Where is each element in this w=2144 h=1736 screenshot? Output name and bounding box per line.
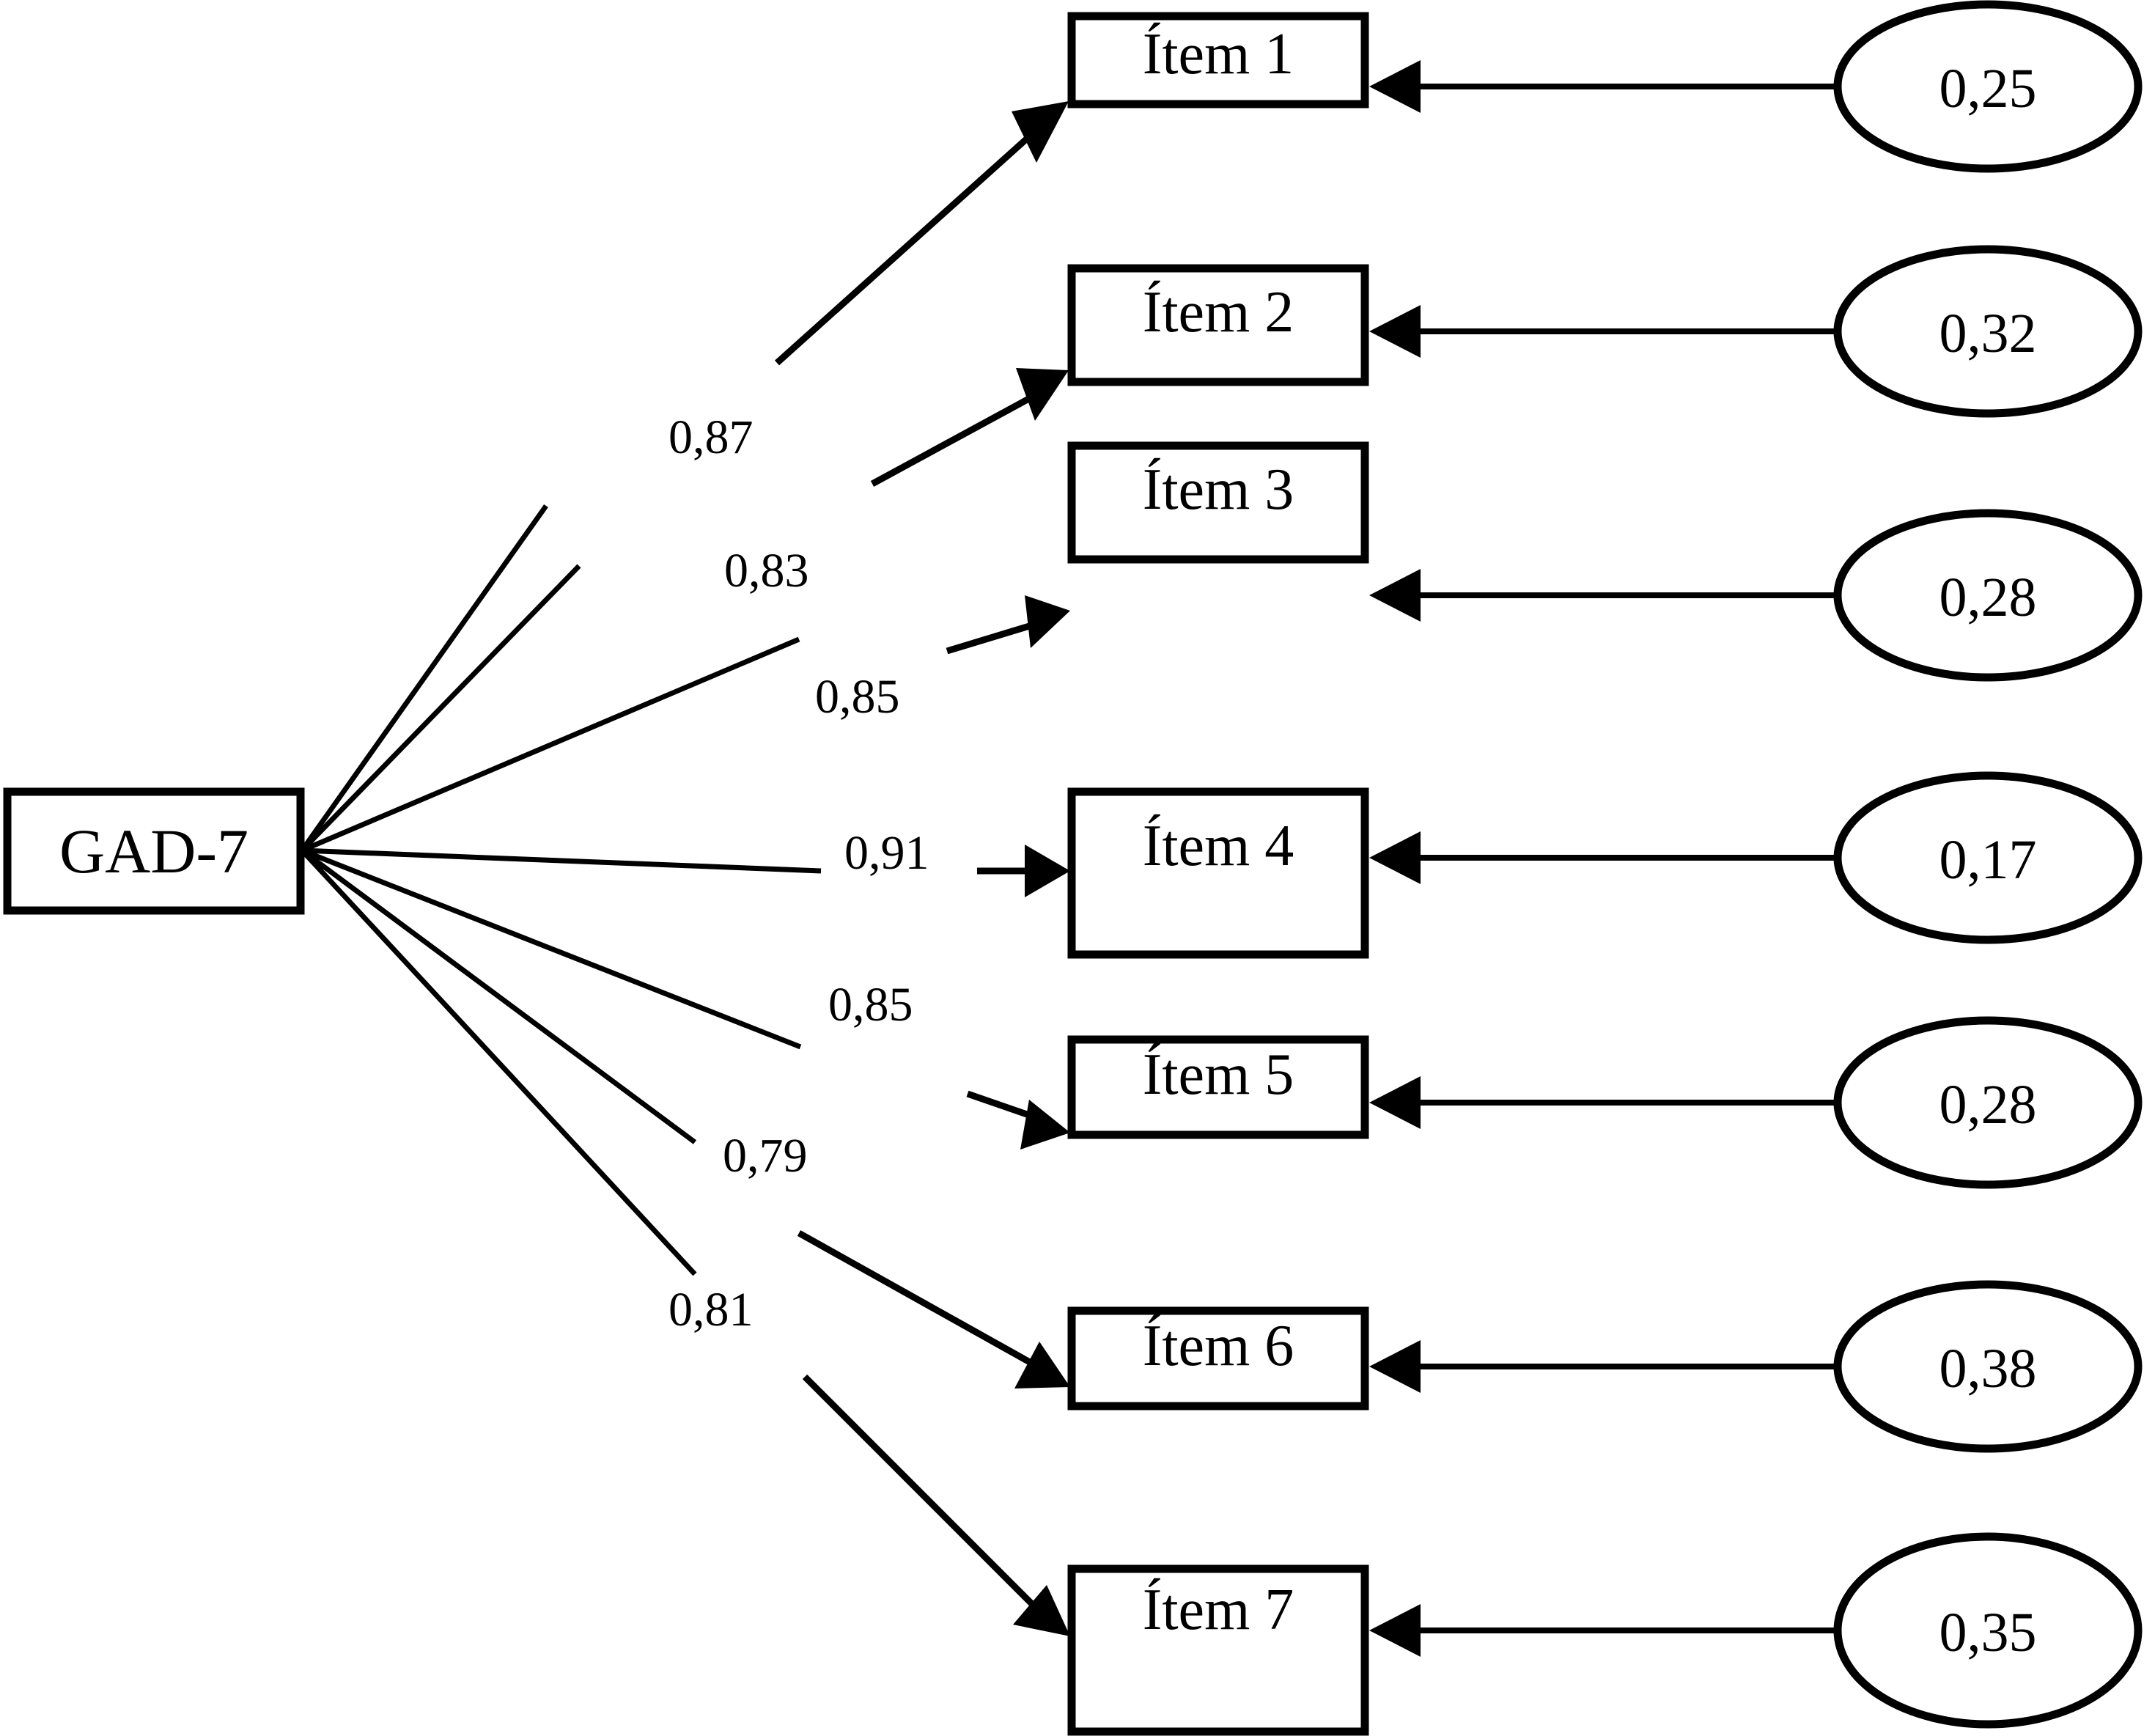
residual-arrows xyxy=(1369,60,1838,1657)
loading-label-item-6: 0,79 xyxy=(723,1129,808,1183)
item-box-3[interactable] xyxy=(1067,441,1369,564)
arrow-head-item-7 xyxy=(1013,1585,1070,1636)
residual-ellipse-5[interactable] xyxy=(1833,1016,2143,1189)
loading-labels: 0,87 0,83 0,85 0,91 0,85 0,79 0,81 xyxy=(668,411,929,1336)
residual-node-2[interactable]: 0,32 xyxy=(1833,245,2143,418)
residual-label-4: 0,17 xyxy=(1939,829,2037,891)
residual-node-4[interactable]: 0,17 xyxy=(1833,771,2143,944)
item-box-2[interactable] xyxy=(1067,264,1369,386)
fan-line-item-4 xyxy=(301,847,822,874)
indicator-node-7[interactable]: Ítem 7 xyxy=(1067,1564,1369,1736)
residual-label-5: 0,28 xyxy=(1939,1074,2037,1136)
item-label-4: Ítem 4 xyxy=(1143,814,1294,878)
loading-arrow-line-item-6 xyxy=(797,1230,1037,1368)
item-box-7[interactable] xyxy=(1067,1564,1369,1736)
residual-nodes: 0,25 0,32 0,28 0,17 0,28 0,38 xyxy=(1833,0,2143,1729)
indicator-node-2[interactable]: Ítem 2 xyxy=(1067,264,1369,386)
loading-label-item-2: 0,83 xyxy=(724,544,809,597)
fan-line-item-1 xyxy=(300,504,548,853)
residual-node-6[interactable]: 0,38 xyxy=(1833,1280,2143,1453)
latent-factor-box[interactable] xyxy=(3,787,305,915)
item-box-5[interactable] xyxy=(1067,1035,1369,1139)
fan-line-item-6 xyxy=(300,848,697,1144)
latent-factor-label: GAD-7 xyxy=(59,816,248,886)
residual-ellipse-2[interactable] xyxy=(1833,245,2143,418)
residual-label-2: 0,32 xyxy=(1939,303,2037,364)
item-label-7: Ítem 7 xyxy=(1143,1578,1294,1642)
loading-label-item-4: 0,91 xyxy=(844,826,929,880)
arrow-head-item-5 xyxy=(1020,1100,1070,1150)
arrow-head-item-6 xyxy=(1014,1342,1070,1389)
item-label-2: Ítem 2 xyxy=(1143,280,1294,345)
residual-ellipse-7[interactable] xyxy=(1833,1532,2143,1729)
residual-label-3: 0,28 xyxy=(1939,567,2037,628)
factor-loading-arrows xyxy=(774,101,1070,1636)
loading-arrow-line-item-3 xyxy=(946,618,1045,655)
residual-node-1[interactable]: 0,25 xyxy=(1833,0,2143,173)
loading-arrow-line-item-2 xyxy=(870,389,1043,487)
arrow-head-item-4 xyxy=(1025,845,1070,897)
fan-line-item-2 xyxy=(300,564,581,853)
indicator-node-3[interactable]: Ítem 3 xyxy=(1067,441,1369,564)
residual-label-1: 0,25 xyxy=(1939,58,2037,119)
item-box-1[interactable] xyxy=(1067,12,1369,108)
loading-label-item-5: 0,85 xyxy=(828,978,913,1031)
residual-node-5[interactable]: 0,28 xyxy=(1833,1016,2143,1189)
latent-factor-node[interactable]: GAD-7 xyxy=(3,787,305,915)
residual-arrow-head-item-4 xyxy=(1369,831,1421,884)
loading-arrow-line-item-7 xyxy=(802,1374,1038,1610)
residual-arrow-head-item-2 xyxy=(1369,305,1421,358)
residual-ellipse-6[interactable] xyxy=(1833,1280,2143,1453)
residual-ellipse-3[interactable] xyxy=(1833,509,2143,682)
item-label-3: Ítem 3 xyxy=(1143,457,1294,522)
residual-arrow-head-item-1 xyxy=(1369,60,1421,113)
loading-label-item-7: 0,81 xyxy=(668,1283,754,1336)
residual-arrow-head-item-5 xyxy=(1369,1076,1421,1129)
item-label-6: Ítem 6 xyxy=(1143,1314,1294,1378)
residual-label-7: 0,35 xyxy=(1939,1602,2037,1663)
loading-label-item-1: 0,87 xyxy=(668,411,754,464)
indicator-node-1[interactable]: Ítem 1 xyxy=(1067,12,1369,108)
loading-label-item-3: 0,85 xyxy=(815,670,900,724)
residual-arrow-head-item-6 xyxy=(1369,1340,1421,1393)
arrow-head-item-3 xyxy=(1025,595,1070,648)
arrow-head-item-1 xyxy=(1012,101,1069,163)
residual-arrow-head-item-7 xyxy=(1369,1604,1421,1657)
fan-line-item-3 xyxy=(301,636,800,853)
fan-line-item-7 xyxy=(300,848,697,1276)
residual-ellipse-4[interactable] xyxy=(1833,771,2143,944)
loading-arrow-line-item-1 xyxy=(774,123,1044,366)
residual-node-3[interactable]: 0,28 xyxy=(1833,509,2143,682)
residual-ellipse-1[interactable] xyxy=(1833,0,2143,173)
fan-line-item-5 xyxy=(301,847,802,1050)
item-box-6[interactable] xyxy=(1067,1306,1369,1410)
residual-node-7[interactable]: 0,35 xyxy=(1833,1532,2143,1729)
indicator-node-6[interactable]: Ítem 6 xyxy=(1067,1306,1369,1410)
item-box-4[interactable] xyxy=(1067,787,1369,959)
indicator-node-5[interactable]: Ítem 5 xyxy=(1067,1035,1369,1139)
residual-arrow-head-item-3 xyxy=(1369,569,1421,622)
item-label-1: Ítem 1 xyxy=(1143,22,1294,87)
indicator-node-4[interactable]: Ítem 4 xyxy=(1067,787,1369,959)
factor-loading-lines xyxy=(300,504,822,1276)
arrow-head-item-2 xyxy=(1016,368,1069,421)
residual-label-6: 0,38 xyxy=(1939,1338,2037,1400)
indicator-nodes: Ítem 1 Ítem 2 Ítem 3 Ítem 4 Ítem 5 Ítem xyxy=(1067,12,1369,1736)
item-label-5: Ítem 5 xyxy=(1143,1042,1294,1107)
